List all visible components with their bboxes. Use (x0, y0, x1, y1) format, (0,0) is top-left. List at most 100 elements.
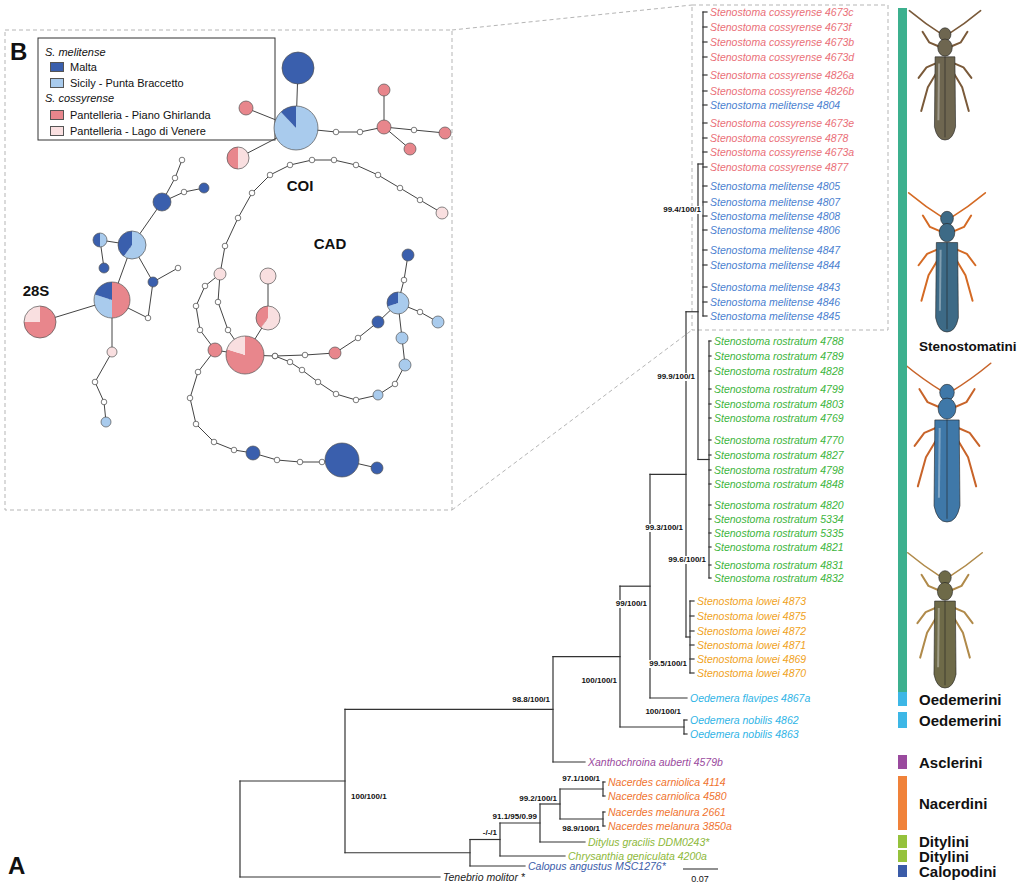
beetle-leg (919, 389, 938, 407)
beetle-leg (952, 575, 969, 590)
legend-swatch (50, 78, 64, 88)
taxon-label: Stenostoma cossyrense 4673c (710, 7, 854, 18)
network-link (275, 303, 405, 400)
missing-haplotype (274, 457, 280, 463)
missing-haplotype (401, 277, 407, 283)
haplotype-circle (396, 332, 408, 344)
taxon-label: Oedemera nobilis 4862 (690, 715, 799, 726)
haplotype-circle (439, 127, 451, 139)
beetle-photo (909, 11, 980, 140)
taxon-label: Stenostoma rostratum 4848 (714, 479, 844, 490)
tree-branch (650, 697, 687, 698)
haplotype-outline (94, 282, 130, 318)
legend-text: Pantelleria - Lago di Venere (70, 126, 206, 137)
haplotype-circle (153, 193, 171, 211)
beetle-sheen (937, 63, 940, 120)
support-value: 98.8/100/1 (511, 696, 551, 704)
tree-branch (540, 803, 560, 804)
missing-haplotype (411, 127, 417, 133)
beetle-leg (919, 63, 936, 78)
missing-haplotype (315, 379, 321, 385)
taxon-label: Stenostoma melitense 4847 (710, 245, 840, 256)
missing-haplotype (222, 243, 228, 249)
band-bar (898, 755, 907, 769)
tribe-band: Oedemerini (897, 692, 1024, 706)
taxon-label: Stenostoma cossyrense 4673e (710, 118, 854, 129)
network-link (245, 255, 408, 356)
tribe-band: Nacerdini (897, 776, 1024, 830)
taxon-label: Stenostoma lowei 4873 (697, 596, 806, 607)
tree-branch (686, 311, 698, 312)
taxon-label: Stenostoma rostratum 4788 (714, 336, 844, 347)
missing-haplotype (353, 162, 359, 168)
taxon-label: Stenostoma rostratum 4827 (714, 450, 844, 461)
taxon-label: Ditylus gracilis DDM0243* (588, 837, 709, 848)
tree-branch (345, 852, 470, 853)
beetle-leg (955, 389, 974, 407)
haplotype-outline (256, 306, 280, 330)
haplotype-circle (432, 316, 444, 328)
support-value: 97.1/100/1 (561, 775, 601, 783)
beetle-leg (952, 32, 968, 47)
taxon-label: Stenostoma melitense 4804 (710, 100, 840, 111)
beetle-elytra (934, 420, 960, 522)
beetle-pronotum (938, 398, 956, 419)
legend-text: Sicily - Punta Braccetto (70, 78, 184, 89)
support-value: 99/100/1 (615, 600, 648, 608)
support-value: 99.3/100/1 (644, 524, 684, 532)
missing-haplotype (375, 172, 381, 178)
taxon-label: Stenostoma melitense 4808 (710, 211, 840, 222)
missing-haplotype (397, 185, 403, 191)
tree-branch (240, 876, 440, 877)
missing-haplotype (333, 391, 339, 397)
missing-haplotype (249, 190, 255, 196)
beetle-leg (954, 74, 969, 111)
haplotype-wedge (226, 336, 264, 374)
support-value: 100/100/1 (580, 677, 618, 685)
panel-letter: A (8, 854, 25, 878)
band-bar (898, 712, 907, 728)
haplotype-wedge (238, 147, 249, 169)
taxon-label: Stenostoma rostratum 4828 (714, 366, 844, 377)
tribe-name: Nacerdini (919, 796, 987, 811)
missing-haplotype (101, 399, 107, 405)
taxon-label: Nacerdes carniolica 4580 (608, 791, 726, 802)
support-value: 100/100/1 (644, 708, 682, 716)
haplotype-circle (436, 207, 448, 219)
beetle-leg (957, 261, 973, 301)
tribe-band: Ditylini (897, 835, 1024, 848)
haplotype-circle (371, 462, 383, 474)
beetle-leg (958, 441, 976, 486)
missing-haplotype (319, 459, 325, 465)
haplotype-wedge (274, 106, 318, 150)
missing-haplotype (355, 335, 361, 341)
scale-label: 0.07 (691, 875, 709, 884)
beetle-suture (945, 601, 946, 685)
taxon-label: Stenostoma cossyrense 4673a (710, 147, 854, 158)
band-bar (898, 8, 907, 692)
panel-frame (5, 30, 452, 510)
haplotype-circle (208, 343, 222, 357)
tribe-name: Calopodini (919, 864, 997, 879)
beetle-leg (957, 250, 975, 266)
haplotype-circle (329, 347, 341, 359)
missing-haplotype (235, 215, 241, 221)
taxon-label: Nacerdes melanura 3850a (608, 821, 732, 832)
tree-branch (500, 855, 565, 856)
taxon-label: Chrysanthia geniculata 4200a (568, 851, 707, 862)
taxon-label: Tenebrio molitor * (443, 872, 525, 883)
tree-branch (553, 761, 585, 762)
missing-haplotype (193, 303, 199, 309)
beetle-leg (920, 619, 935, 658)
panel-letter: B (10, 40, 27, 64)
support-value: 99.5/100/1 (648, 660, 688, 668)
haplotype-circle (404, 143, 416, 155)
taxon-label: Stenostoma cossyrense 4877 (710, 162, 848, 173)
tribe-band: Ditylini (897, 850, 1024, 862)
beetle-antenna (950, 363, 991, 392)
tree-branch (620, 726, 684, 727)
beetle-elytra (936, 243, 959, 332)
taxon-label: Stenostoma lowei 4872 (697, 626, 806, 637)
beetle-antenna (903, 363, 944, 392)
